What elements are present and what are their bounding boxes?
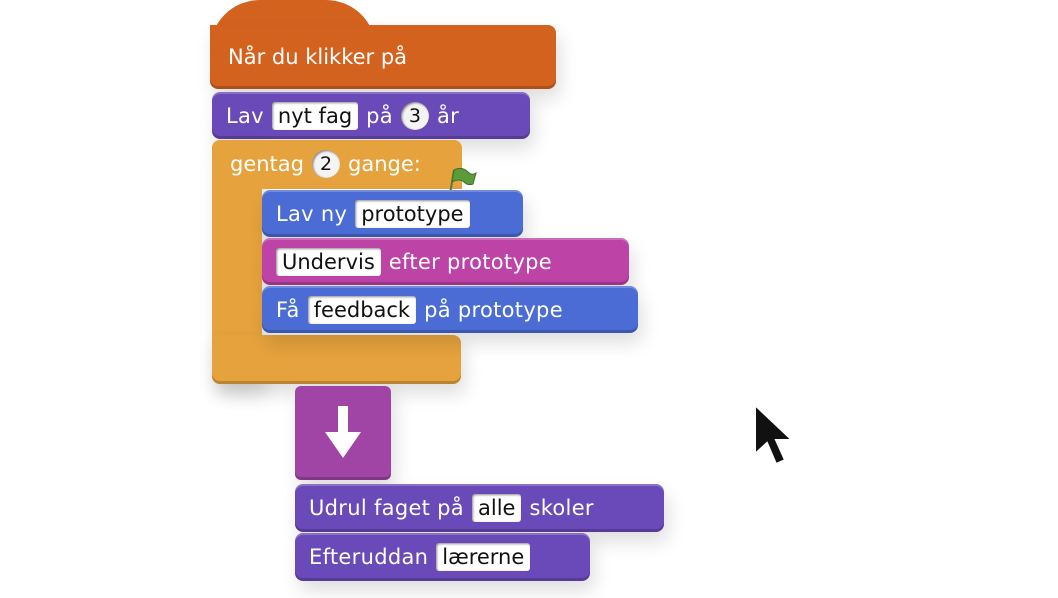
repeat-suffix: gange: — [348, 152, 421, 176]
prototype-input[interactable]: prototype — [355, 199, 470, 228]
hat-body: Når du klikker på — [210, 25, 556, 89]
when-clicked-hat-block[interactable]: Når du klikker på — [210, 0, 556, 93]
mouse-cursor-icon — [754, 402, 795, 466]
rollout-input[interactable]: alle — [471, 494, 522, 522]
feedback-prefix: Få — [276, 297, 300, 322]
teach-input[interactable]: Undervis — [276, 247, 381, 276]
make-subject-mid: på — [366, 103, 393, 128]
repeat-footer — [212, 335, 461, 384]
make-prototype-prefix: Lav ny — [276, 201, 348, 226]
subject-input[interactable]: nyt fag — [271, 101, 359, 130]
teach-suffix: efter prototype — [388, 249, 553, 274]
train-input[interactable]: lærerne — [436, 543, 531, 571]
hat-label: Når du klikker på — [228, 45, 408, 69]
make-subject-suffix: år — [436, 103, 460, 128]
feedback-suffix: på prototype — [424, 297, 563, 322]
teach-block[interactable]: Undervis efter prototype — [262, 238, 629, 285]
feedback-block[interactable]: Få feedback på prototype — [262, 286, 638, 333]
repeat-label: gentag 2 gange: — [230, 148, 421, 180]
make-subject-block[interactable]: Lav nyt fag på 3 år — [212, 92, 530, 139]
train-prefix: Efteruddan — [309, 545, 429, 569]
arrow-block[interactable] — [295, 386, 391, 480]
rollout-suffix: skoler — [529, 496, 594, 520]
rollout-block[interactable]: Udrul faget på alle skoler — [295, 484, 664, 532]
make-subject-prefix: Lav — [226, 103, 264, 128]
train-block[interactable]: Efteruddan lærerne — [295, 533, 590, 581]
feedback-input[interactable]: feedback — [307, 295, 417, 324]
make-prototype-block[interactable]: Lav ny prototype — [262, 190, 523, 237]
rollout-prefix: Udrul faget på — [309, 496, 464, 520]
repeat-prefix: gentag — [230, 152, 304, 176]
years-input[interactable]: 3 — [400, 101, 429, 130]
repeat-count-input[interactable]: 2 — [312, 150, 340, 178]
down-arrow-icon — [325, 406, 361, 458]
